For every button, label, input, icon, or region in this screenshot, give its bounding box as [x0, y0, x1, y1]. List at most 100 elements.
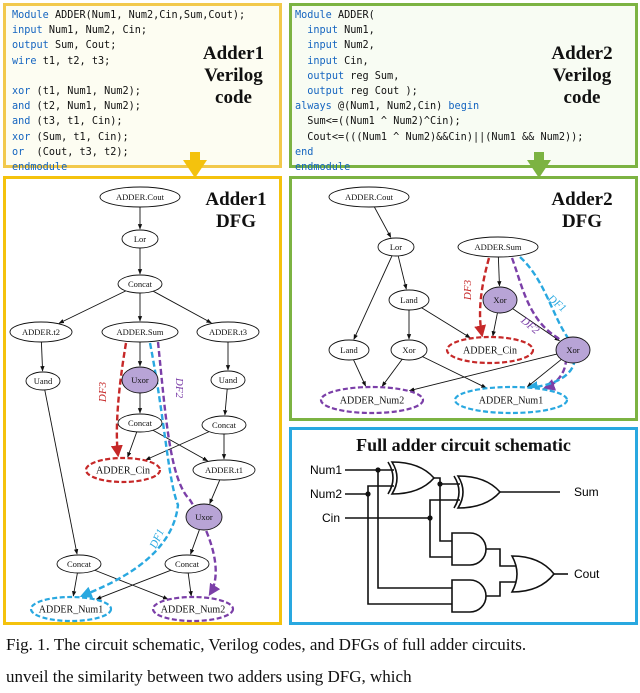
adder2-verilog-panel: Module ADDER( input Num1, input Num2, in… — [289, 3, 638, 173]
dfg-edge — [353, 359, 367, 387]
and-gate-2 — [451, 579, 487, 613]
dfg-edge — [397, 255, 408, 290]
node-label: Xor — [493, 295, 506, 305]
dfg-edge — [373, 206, 392, 238]
node-label: Uxor — [195, 512, 213, 522]
node-ellipse — [196, 321, 260, 343]
node-label: ADDER_Num1 — [39, 605, 103, 616]
adder2-node-land-low: Land — [328, 339, 370, 361]
node-label: Concat — [67, 559, 92, 569]
adder2-node-cin: ADDER_Cin — [445, 335, 535, 365]
code-line: output Sum, Cout; — [12, 40, 117, 52]
code-line: Sum<=((Num1 ^ Num2)^Cin); — [307, 116, 461, 128]
dfg-edge — [422, 356, 487, 389]
adder1-node-t3: ADDER.t3 — [196, 321, 260, 343]
code-line: or (Cout, t3, t2); — [12, 146, 129, 158]
adder1-dfg-panel: Adder1 DFG — [3, 176, 282, 625]
node-label: ADDER_Num2 — [161, 605, 225, 616]
adder2-node-xor-top: Xor — [482, 286, 518, 314]
node-ellipse — [192, 459, 256, 481]
dfg-edge — [497, 256, 502, 287]
code-line: output reg Sum, — [307, 70, 400, 82]
title-line: Adder1 — [205, 189, 267, 210]
dfg-edge — [94, 569, 169, 600]
code-line: input Num2, — [307, 40, 375, 52]
node-label: ADDER.t1 — [205, 465, 243, 475]
adder1-node-concat-mid-b: Concat — [201, 415, 247, 435]
node-ellipse — [319, 385, 425, 415]
code-line: end — [295, 146, 314, 158]
caption-line-2: unveil the similarity between two adders… — [6, 667, 412, 686]
adder1-node-uxor-top: Uxor — [121, 366, 159, 394]
node-ellipse — [164, 554, 210, 574]
node-label: ADDER_Num2 — [340, 396, 404, 407]
adder1-verilog-panel: Module ADDER(Num1, Num2,Cin,Sum,Cout); i… — [3, 3, 282, 173]
node-ellipse — [151, 595, 235, 623]
title-line: Adder2 — [551, 189, 613, 210]
node-ellipse — [121, 366, 159, 394]
node-label: Concat — [128, 418, 153, 428]
full-adder-schematic — [345, 461, 568, 613]
adder2-node-num1: ADDER_Num1 — [453, 385, 569, 415]
dfg-edge — [58, 290, 127, 324]
adder2-node-cout: ADDER.Cout — [328, 186, 410, 208]
code-line: Module ADDER(Num1, Num2,Cin,Sum,Cout); — [12, 10, 246, 21]
node-label: Concat — [128, 279, 153, 289]
input-label-num1: Num1 — [310, 463, 342, 477]
dfg-edge — [127, 431, 138, 458]
dfg-edge — [491, 312, 498, 337]
node-ellipse — [453, 385, 569, 415]
dfg-edge — [40, 341, 45, 372]
dataflow-label-df2: DF2 — [173, 377, 185, 399]
node-label: Uxor — [131, 375, 149, 385]
code-line: endmodule — [295, 162, 351, 174]
adder1-node-sum: ADDER.Sum — [101, 321, 179, 343]
adder1-node-cin: ADDER_Cin — [84, 456, 162, 484]
adder1-node-concat-top: Concat — [117, 274, 163, 294]
adder1-node-lor: Lor — [121, 229, 159, 249]
schematic-title: Full adder circuit schematic — [356, 435, 571, 455]
adder2-node-xor-right: Xor — [555, 336, 591, 364]
figure-caption: Fig. 1. The circuit schematic, Verilog c… — [6, 629, 640, 693]
node-ellipse — [210, 370, 246, 390]
adder2-node-xor-mid: Xor — [390, 339, 428, 361]
code-line: always @(Num1, Num2,Cin) begin — [295, 101, 480, 113]
node-label: ADDER.Cout — [116, 192, 165, 202]
adder1-node-num2: ADDER_Num2 — [151, 595, 235, 623]
node-ellipse — [29, 595, 113, 623]
dataflow-path — [156, 341, 221, 597]
dfg-edge — [190, 529, 200, 555]
dataflow-path — [510, 257, 568, 391]
node-label: ADDER.Cout — [345, 192, 394, 202]
node-ellipse — [9, 321, 73, 343]
output-label-cout: Cout — [574, 567, 600, 581]
adder1-node-t1: ADDER.t1 — [192, 459, 256, 481]
adder1-verilog-title: Adder1 Verilog code — [186, 43, 281, 109]
dfg-edge — [381, 358, 403, 387]
node-ellipse — [445, 335, 535, 365]
dataflow-label-df3: DF3 — [462, 279, 474, 301]
input-label-cin: Cin — [322, 511, 340, 525]
node-ellipse — [84, 456, 162, 484]
code-line: input Num1, Num2, Cin; — [12, 25, 148, 37]
dfg-edges — [40, 206, 562, 600]
caption-line-1: Fig. 1. The circuit schematic, Verilog c… — [6, 635, 527, 654]
dfg-edge — [353, 255, 393, 340]
adder2-verilog-title: Adder2 Verilog code — [532, 43, 632, 109]
node-ellipse — [201, 415, 247, 435]
node-label: ADDER.t2 — [22, 327, 60, 337]
title-line: Adder2 — [551, 43, 613, 64]
node-ellipse — [99, 186, 181, 208]
title-line: Verilog — [552, 65, 612, 86]
code-line: xor (Sum, t1, Cin); — [12, 131, 129, 143]
node-label: Uand — [219, 375, 238, 385]
node-label: ADDER.Sum — [117, 327, 164, 337]
adder2-node-lor: Lor — [377, 237, 415, 257]
node-label: Concat — [175, 559, 200, 569]
adder1-node-uxor-low: Uxor — [185, 503, 223, 531]
node-ellipse — [101, 321, 179, 343]
adder2-dfg-panel: Adder2 DFG — [289, 176, 638, 421]
code-line: output reg Cout ); — [307, 86, 418, 98]
and-gate-1 — [451, 532, 487, 566]
